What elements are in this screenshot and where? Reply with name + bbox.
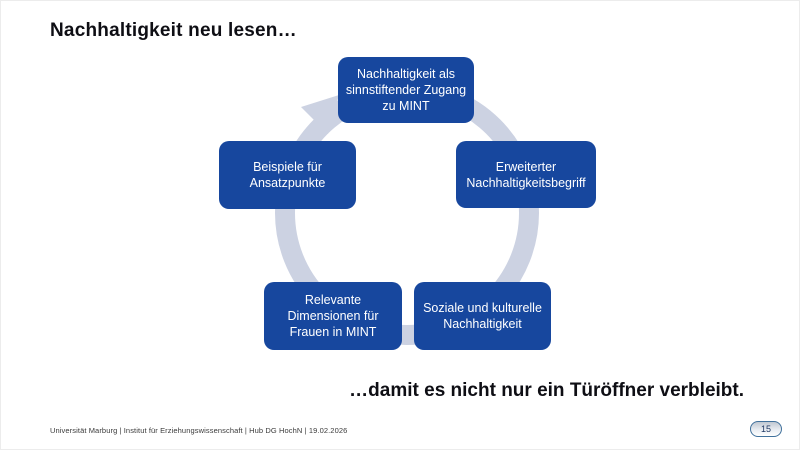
cycle-node-top: Nachhaltigkeit als sinnstiftender Zugang…	[338, 57, 474, 123]
cycle-node-label: Soziale und kulturelle Nachhaltigkeit	[423, 301, 542, 331]
page-number-badge: 15	[750, 421, 782, 437]
page-number: 15	[760, 424, 771, 434]
slide-title: Nachhaltigkeit neu lesen…	[50, 20, 297, 41]
footer-credits: Universität Marburg | Institut für Erzie…	[50, 426, 348, 435]
cycle-node-label: Beispiele für Ansatzpunkte	[249, 160, 326, 190]
closing-statement: …damit es nicht nur ein Türöffner verble…	[349, 380, 744, 401]
cycle-node-right: Erweiterter Nachhaltigkeitsbegriff	[456, 141, 596, 208]
cycle-node-bottom-right: Soziale und kulturelle Nachhaltigkeit	[414, 282, 551, 350]
cycle-node-label: Erweiterter Nachhaltigkeitsbegriff	[466, 159, 586, 190]
cycle-node-label: Relevante Dimensionen für Frauen in MINT	[287, 293, 379, 339]
cycle-node-left: Beispiele für Ansatzpunkte	[219, 141, 356, 209]
cycle-node-label: Nachhaltigkeit als sinnstiftender Zugang…	[345, 67, 467, 113]
cycle-arrowhead-icon	[301, 95, 339, 134]
cycle-node-bottom-left: Relevante Dimensionen für Frauen in MINT	[264, 282, 402, 350]
